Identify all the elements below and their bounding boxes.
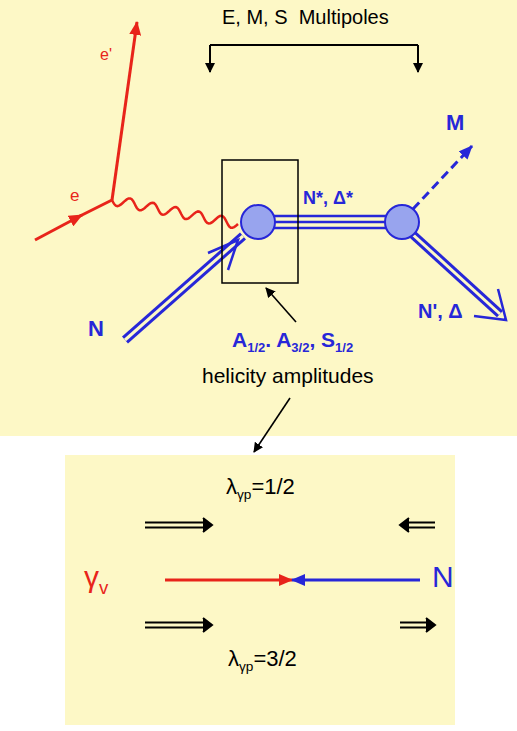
label-text: =3/2 <box>253 646 296 671</box>
particle-label: e <box>70 186 79 206</box>
vertex-frame <box>222 160 298 283</box>
label-text: γ <box>84 560 99 593</box>
amplitude-label: A1/2. A3/2, S1/2 <box>232 328 353 356</box>
label-text: e <box>70 186 79 205</box>
label-text: =1/2 <box>251 474 294 499</box>
multipole-title: E, M, S Multipoles <box>222 6 389 29</box>
resonance-line <box>270 216 388 228</box>
meson-line <box>413 146 472 209</box>
label-text: N <box>88 316 104 341</box>
label-text: E, M, S Multipoles <box>222 6 389 28</box>
label-text: N*, Δ* <box>303 188 353 208</box>
pointer-arrow <box>266 288 296 322</box>
particle-label: N*, Δ* <box>303 188 353 209</box>
label-text: , S <box>309 328 335 351</box>
label-text: N <box>432 560 454 593</box>
top-panel <box>0 0 517 436</box>
vertex-blob <box>241 205 275 239</box>
subscript-text: γp <box>237 487 251 502</box>
spin-arrow <box>145 518 212 532</box>
nucleon-label: N <box>432 560 454 595</box>
label-text: helicity amplitudes <box>202 364 374 387</box>
subscript-text: 1/2 <box>247 340 265 355</box>
label-text: λ <box>226 474 237 499</box>
subscript-text: 3/2 <box>291 340 309 355</box>
particle-label: N <box>88 316 104 341</box>
helicity-label: λγp=3/2 <box>228 646 297 674</box>
particle-label: M <box>446 110 464 135</box>
caption-text: helicity amplitudes <box>202 364 374 388</box>
virtual-photon <box>112 198 238 227</box>
label-text: e' <box>100 46 112 63</box>
subscript-text: 1/2 <box>335 340 353 355</box>
spin-arrow <box>145 618 212 632</box>
label-text: A <box>232 328 247 351</box>
particle-label: N', Δ <box>418 300 463 323</box>
spin-arrow <box>400 618 435 632</box>
subscript-text: v <box>99 577 108 598</box>
label-text: . A <box>265 328 291 351</box>
spin-arrow <box>400 518 435 532</box>
helicity-label: λγp=1/2 <box>226 474 295 502</box>
label-text: λ <box>228 646 239 671</box>
photon-label: γv <box>84 560 108 598</box>
label-text: N', Δ <box>418 300 463 322</box>
vertex-blob <box>385 205 419 239</box>
multipole-bracket <box>210 45 418 72</box>
photon-arrow <box>165 579 292 582</box>
pointer-arrow <box>254 398 290 452</box>
nucleon-line <box>125 236 243 340</box>
electron-lines <box>35 22 137 240</box>
nucleon-arrow <box>292 579 420 582</box>
label-text: M <box>446 110 464 135</box>
bottom-panel <box>65 455 455 725</box>
subscript-text: γp <box>239 659 253 674</box>
particle-label: e' <box>100 46 112 64</box>
spin-arrows <box>145 518 435 632</box>
